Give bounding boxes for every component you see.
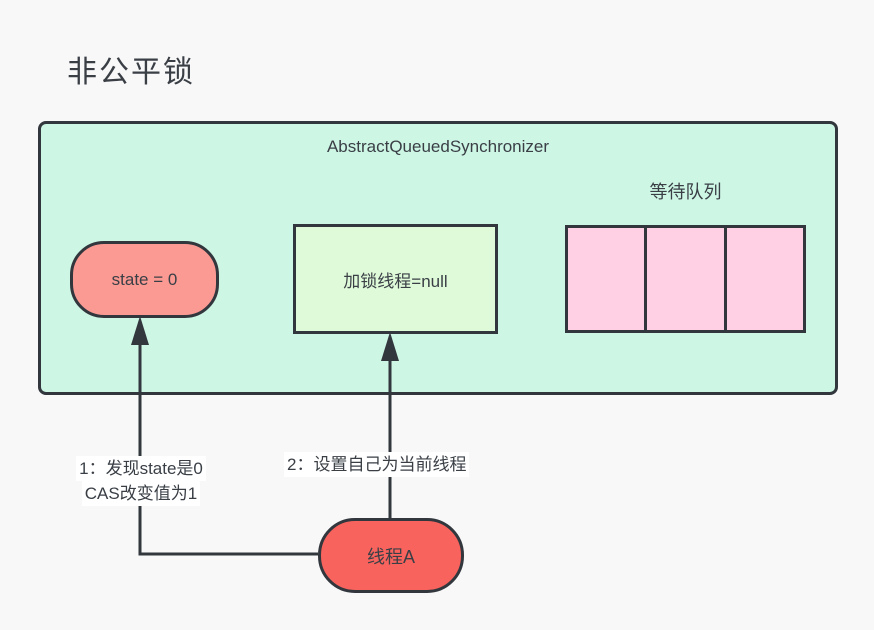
thread-a-label: 线程A — [366, 546, 415, 567]
thread-a-node: 线程A — [318, 518, 464, 593]
owner-thread-label: 加锁线程=null — [343, 271, 448, 291]
step1-line2: CAS改变值为1 — [81, 481, 201, 506]
step2-text: 2：设置自己为当前线程 — [284, 452, 470, 477]
arrow-step2-head-icon — [381, 332, 399, 361]
step2-annotation: 2：设置自己为当前线程 — [284, 452, 470, 477]
queue-cell — [644, 228, 723, 330]
queue-cell — [723, 228, 803, 330]
arrow-step1-head-icon — [131, 316, 149, 345]
aqs-container: AbstractQueuedSynchronizer 等待队列 state = … — [38, 121, 838, 395]
owner-thread-box: 加锁线程=null — [293, 224, 498, 334]
state-node-label: state = 0 — [111, 269, 178, 289]
step1-annotation: 1：发现state是0 CAS改变值为1 — [41, 456, 241, 506]
step1-line1: 1：发现state是0 — [76, 456, 206, 481]
arrow-step1-line — [138, 342, 318, 556]
state-node: state = 0 — [70, 241, 219, 318]
aqs-title: AbstractQueuedSynchronizer — [326, 137, 550, 156]
wait-queue — [565, 225, 806, 333]
page-title: 非公平锁 — [67, 56, 195, 89]
wait-queue-label: 等待队列 — [649, 182, 722, 202]
